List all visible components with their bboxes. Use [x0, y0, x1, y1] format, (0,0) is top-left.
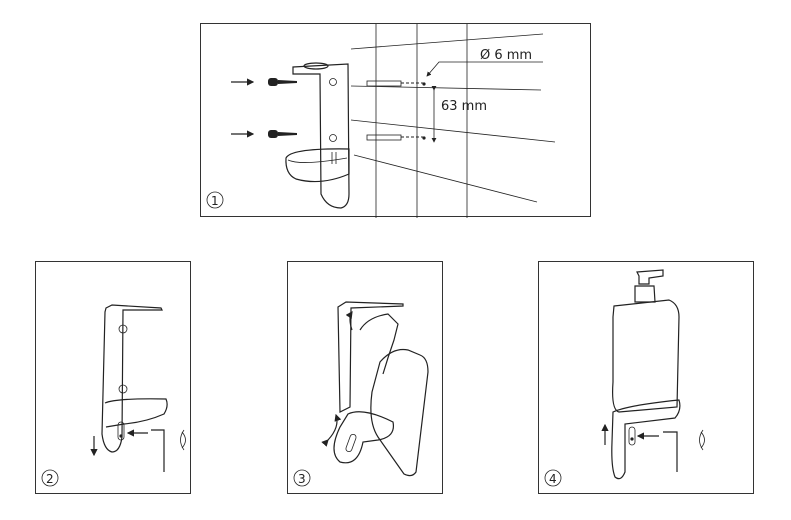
step-number: 2 — [46, 472, 54, 486]
step-2-panel: 2 — [35, 261, 191, 494]
step-number: 4 — [549, 472, 557, 486]
step-number-circle — [206, 191, 224, 209]
step-number: 3 — [298, 472, 306, 486]
screw-arrows — [231, 78, 297, 138]
step-1-panel: Ø 6 mm 63 mm 1 — [200, 23, 591, 218]
bottle — [370, 348, 429, 477]
wall-plugs — [366, 61, 543, 143]
bracket-icon — [285, 62, 350, 209]
bottle — [612, 299, 680, 413]
rotate-icon — [699, 429, 705, 451]
step-4-panel: 4 — [538, 261, 754, 494]
rotate-icon — [180, 429, 186, 451]
hole-diameter-label: Ø 6 mm — [480, 48, 532, 63]
step-3-panel: 3 — [287, 261, 443, 494]
tighten-screw-illustration: 2 — [41, 304, 186, 487]
bottle-pump — [359, 313, 399, 375]
step-number: 1 — [211, 194, 219, 208]
pump-head — [634, 269, 664, 303]
hole-spacing-label: 63 mm — [441, 99, 487, 114]
wall-mount-illustration: Ø 6 mm 63 mm 1 — [206, 24, 556, 218]
insert-bottle-illustration: 3 — [293, 301, 429, 487]
secure-bottle-illustration: 4 — [544, 269, 705, 487]
